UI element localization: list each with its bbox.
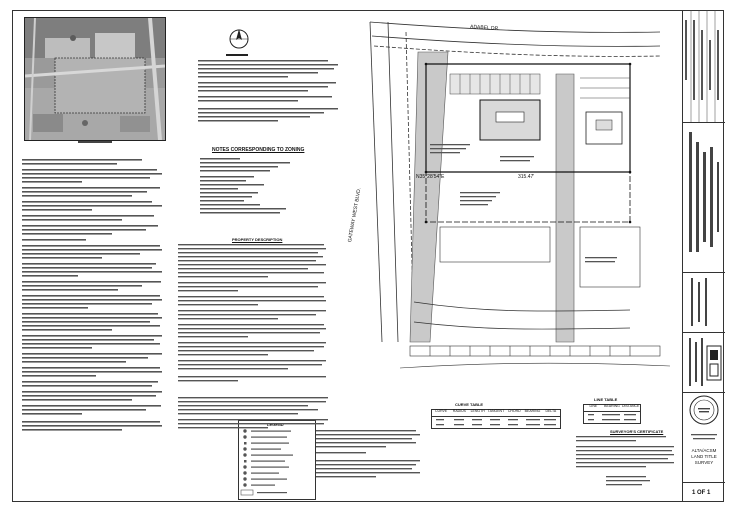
revision-block	[683, 10, 725, 123]
general-notes	[198, 60, 346, 130]
vicinity-map-caption	[78, 141, 112, 143]
site-plan: ADABEL DR. GATEWAY WEST BLVD. N35°28'54"…	[330, 12, 670, 357]
sheet-title-vertical	[683, 272, 725, 333]
curve-table-heading: CURVE TABLE	[455, 402, 484, 407]
firm-info-block	[683, 332, 725, 393]
zoning-notes	[200, 158, 310, 220]
scale-bar	[226, 54, 248, 56]
curve-table-header-length: LENGTH	[470, 409, 485, 413]
utility-notes	[316, 430, 426, 490]
line-table-header-distance: DISTANCE	[621, 404, 640, 408]
curve-table: CURVE RADIUS LENGTH TANGENT CHORD BEARIN…	[431, 409, 561, 429]
site-plan-bottom-strip	[399, 340, 671, 380]
legend-heading: LEGEND	[267, 422, 284, 427]
surveyor-seal-icon	[688, 394, 720, 426]
page-number-box: 1 OF 1	[683, 482, 725, 503]
line-table-heading: LINE TABLE	[594, 397, 618, 402]
north-arrow-icon	[226, 27, 252, 51]
curve-table-header-curve: CURVE	[435, 409, 448, 413]
boundary-distance-label: 315.47'	[518, 174, 535, 180]
schedule-b-notes	[22, 159, 170, 449]
flood-zone-notes	[178, 397, 338, 437]
property-description	[178, 244, 328, 392]
curve-table-header-chord: CHORD	[507, 409, 521, 413]
line-table-header-bearing: BEARING	[604, 404, 620, 408]
curve-table-header-tangent: TANGENT	[487, 409, 505, 413]
firm-logo-icon	[706, 345, 722, 381]
surveyor-certificate	[576, 436, 676, 496]
title-block-survey-title: ALTA/ACSM LAND TITLE SURVEY	[691, 448, 717, 465]
vicinity-map-image	[24, 17, 166, 141]
seal-caption	[689, 430, 719, 440]
project-name-block	[683, 122, 725, 273]
legend-box: LEGEND	[238, 420, 316, 500]
curve-table-header-delta: DELTA	[545, 409, 557, 413]
surveyor-certificate-heading: SURVEYOR'S CERTIFICATE	[610, 429, 664, 434]
line-table: LINE BEARING DISTANCE	[583, 404, 641, 424]
page-number: 1 OF 1	[692, 490, 711, 496]
sheet-border	[12, 10, 724, 502]
curve-table-header-bearing: BEARING	[524, 409, 541, 413]
boundary-bearing-label: N35°28'54"E	[416, 174, 445, 180]
curve-table-header-radius: RADIUS	[452, 409, 467, 413]
title-block: ALTA/ACSM LAND TITLE SURVEY 1 OF 1	[682, 10, 725, 502]
property-description-heading: PROPERTY DESCRIPTION	[232, 237, 283, 242]
zoning-notes-heading: NOTES CORRESPONDING TO ZONING	[212, 147, 305, 153]
line-table-header-line: LINE	[589, 404, 598, 408]
